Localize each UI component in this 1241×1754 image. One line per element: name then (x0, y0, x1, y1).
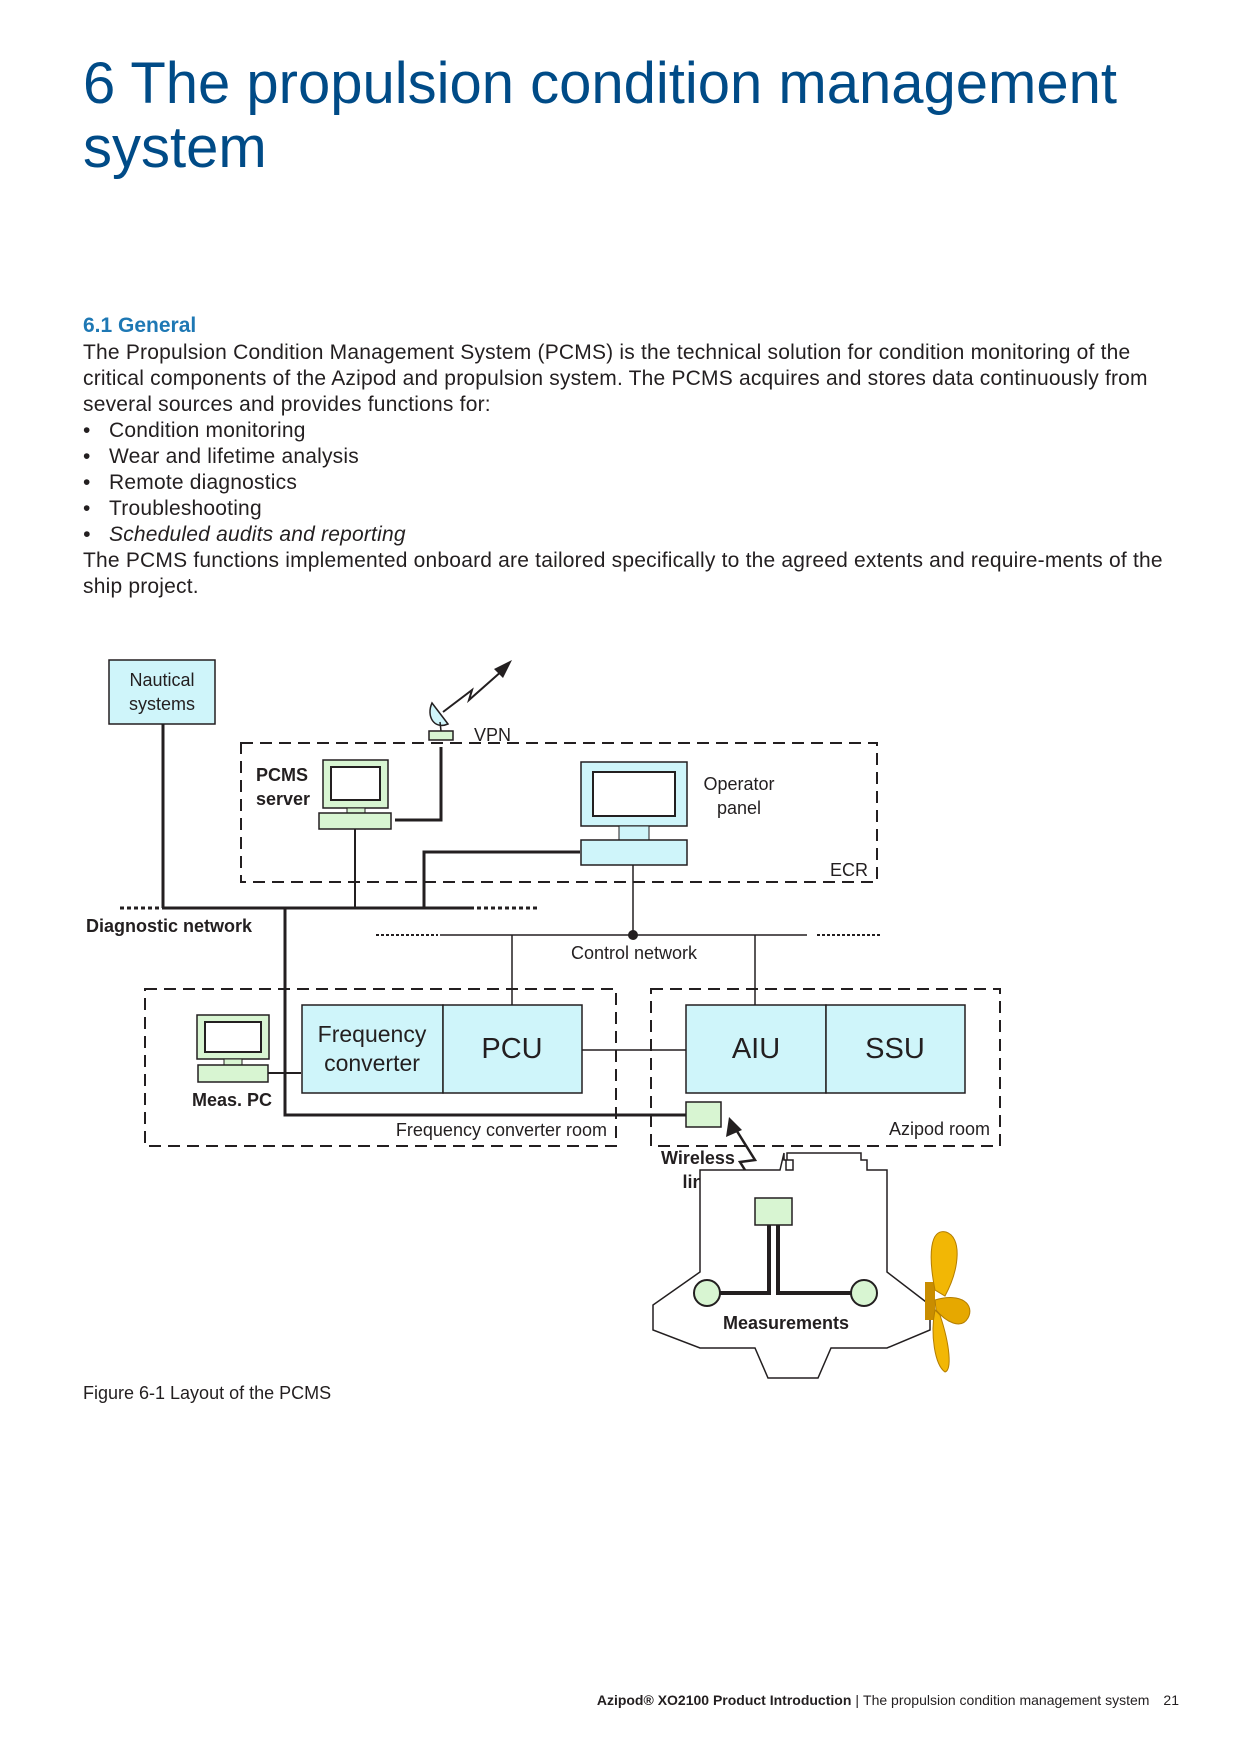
propeller-icon (925, 1231, 971, 1373)
function-list: Condition monitoring Wear and lifetime a… (83, 418, 1193, 548)
azipod-pod-outline (652, 1152, 931, 1379)
sensor-line (776, 1225, 852, 1295)
azipod-room-zone (650, 988, 1001, 1147)
ecr-zone (240, 742, 878, 883)
meas-pc-diagnostic-link (283, 908, 686, 1117)
nautical-systems-box (108, 659, 216, 725)
section-heading: 6.1 General (83, 314, 197, 337)
signal-arrow-icon (442, 660, 512, 713)
list-item: Remote diagnostics (83, 470, 1193, 496)
operator-diagnostic-link (422, 850, 580, 908)
sensor-line (720, 1225, 771, 1295)
list-item: Condition monitoring (83, 418, 1193, 444)
frequency-converter-room-zone (144, 988, 617, 1147)
chapter-title: 6 The propulsion condition management sy… (83, 51, 1117, 180)
ssu-box (825, 1004, 966, 1094)
frequency-converter-label: converter (324, 1050, 420, 1076)
list-item: Wear and lifetime analysis (83, 444, 1193, 470)
page-number: 21 (1163, 1692, 1179, 1708)
nautical-systems-label: Nautical (129, 670, 194, 690)
aiu-label: AIU (732, 1033, 780, 1065)
computer-icon (318, 759, 392, 830)
intro-paragraph: The Propulsion Condition Management Syst… (83, 341, 1148, 416)
azipod-room-label: Azipod room (889, 1119, 990, 1139)
frequency-converter-label: Frequency (318, 1021, 427, 1047)
page-footer: Azipod® XO2100 Product Introduction|The … (597, 1692, 1179, 1708)
meas-pc-label: Meas. PC (192, 1090, 272, 1110)
ssu-label: SSU (865, 1033, 925, 1065)
satellite-antenna-icon (428, 701, 454, 741)
section-body: The Propulsion Condition Management Syst… (83, 340, 1193, 600)
ecr-label: ECR (830, 860, 868, 880)
footer-doc-title: Azipod® XO2100 Product Introduction (596, 1692, 852, 1708)
footer-separator: | (855, 1692, 860, 1708)
pcu-box (442, 1004, 583, 1094)
computer-icon (196, 1014, 270, 1083)
pcms-server-label: server (256, 789, 310, 809)
diagnostic-network-label: Diagnostic network (86, 916, 253, 936)
frequency-converter-room-label: Frequency converter room (396, 1120, 607, 1140)
figure-caption: Figure 6-1 Layout of the PCMS (83, 1383, 332, 1403)
measurements-label: Measurements (723, 1313, 849, 1333)
footer-section: The propulsion condition management syst… (863, 1692, 1150, 1708)
nautical-systems-label: systems (129, 694, 195, 714)
control-network-label: Control network (571, 943, 698, 963)
sensor-node (693, 1279, 721, 1307)
sensor-transmitter-box (754, 1197, 793, 1226)
operator-panel-label: Operator (703, 774, 774, 794)
wireless-link-label: Wireless (661, 1148, 735, 1168)
closing-paragraph: The PCMS functions implemented onboard a… (83, 549, 1163, 598)
pcu-label: PCU (481, 1033, 542, 1065)
server-vpn-link (395, 747, 443, 822)
sensor-node (850, 1279, 878, 1307)
frequency-converter-box (301, 1004, 444, 1094)
vpn-label: VPN (474, 725, 511, 745)
pcms-server-label: PCMS (256, 765, 308, 785)
list-item: Troubleshooting (83, 496, 1193, 522)
computer-icon (580, 761, 688, 866)
list-item: Scheduled audits and reporting (83, 522, 1193, 548)
operator-panel-label: panel (717, 798, 761, 818)
wireless-receiver-box (685, 1101, 722, 1128)
aiu-box (685, 1004, 827, 1094)
